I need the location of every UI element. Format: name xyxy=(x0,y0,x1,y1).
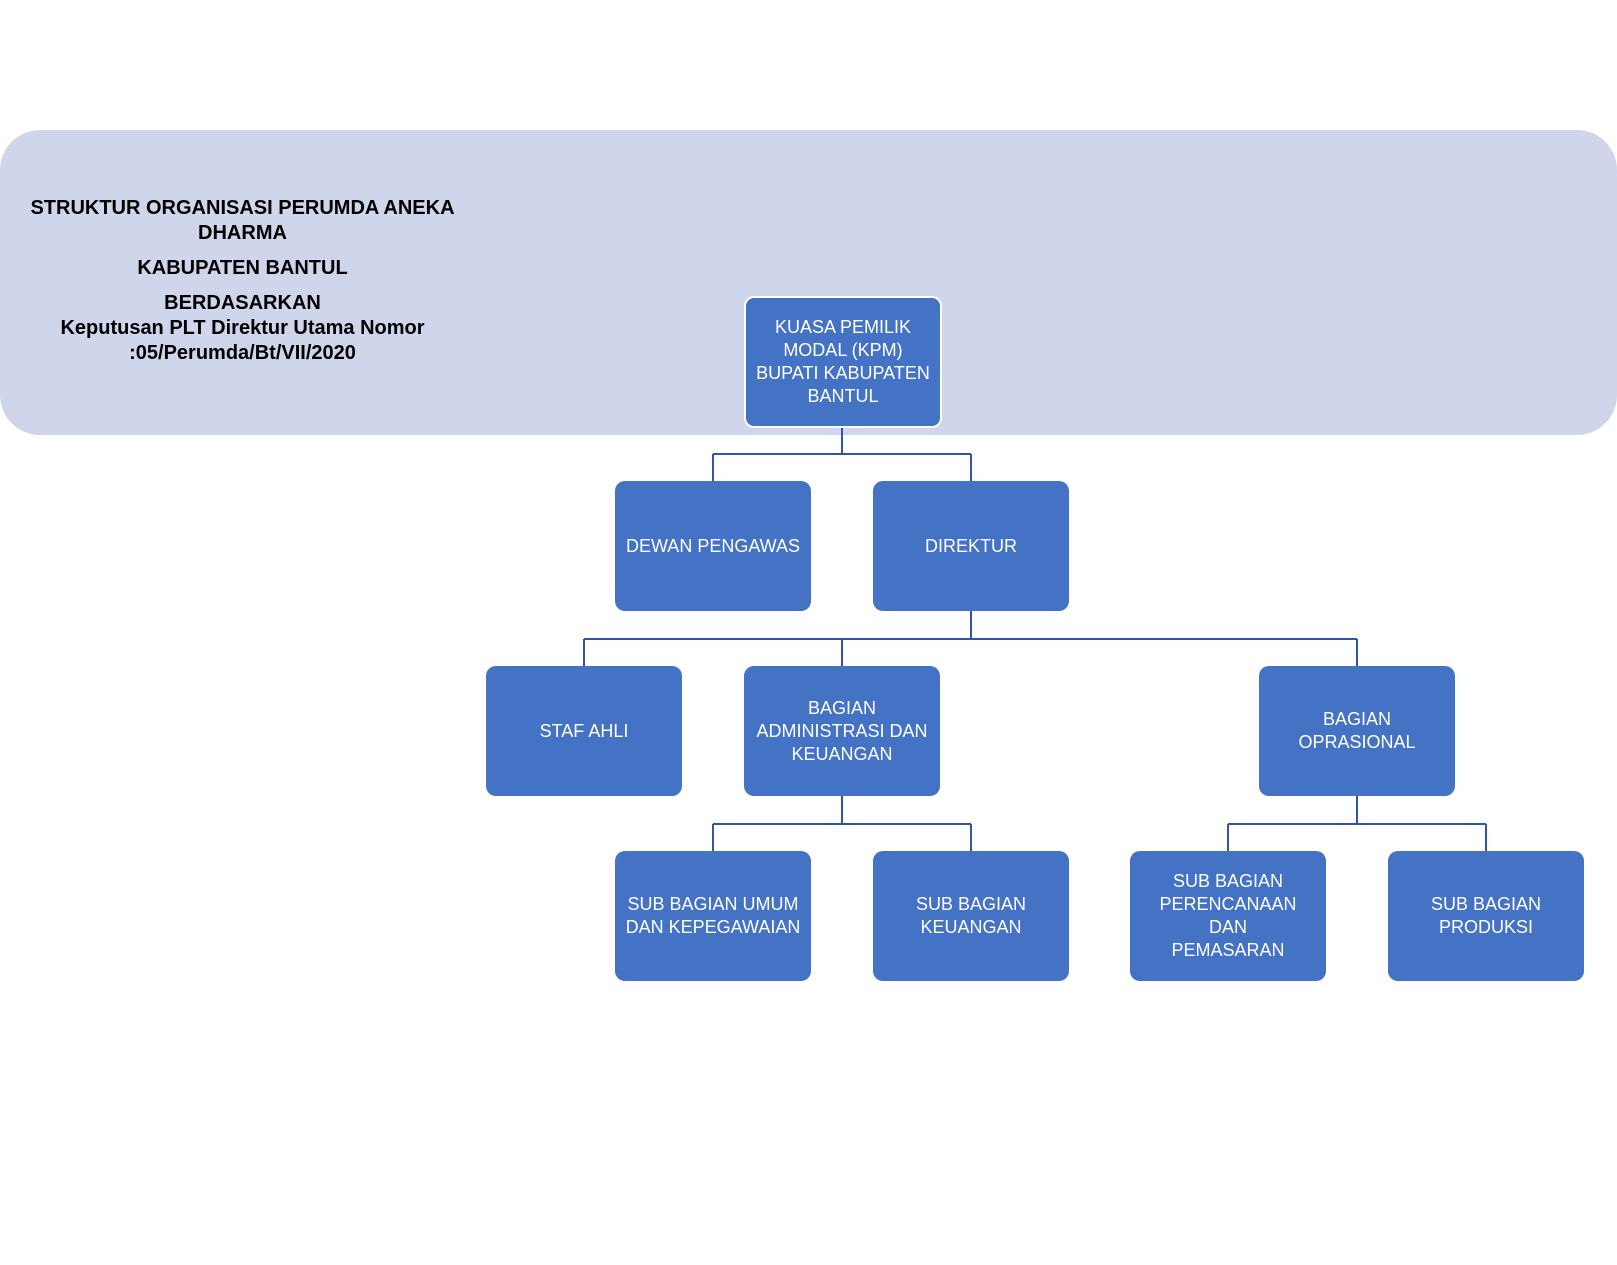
node-kuasa-pemilik-modal: KUASA PEMILIK MODAL (KPM) BUPATI KABUPAT… xyxy=(744,296,942,428)
title-line-2: DHARMA xyxy=(198,222,287,244)
decree-line-1: Keputusan PLT Direktur Utama Nomor xyxy=(60,317,425,339)
node-staf-ahli: STAF AHLI xyxy=(486,666,682,796)
node-sub-bagian-produksi: SUB BAGIAN PRODUKSI xyxy=(1388,851,1584,981)
node-direktur: DIREKTUR xyxy=(873,481,1069,611)
connector-direktur-children xyxy=(583,611,1358,666)
node-dewan-pengawas: DEWAN PENGAWAS xyxy=(615,481,811,611)
chart-title-block: STRUKTUR ORGANISASI PERUMDA ANEKA DHARMA… xyxy=(30,196,455,366)
node-bagian-administrasi-keuangan: BAGIAN ADMINISTRASI DAN KEUANGAN xyxy=(744,666,940,796)
region-label: KABUPATEN BANTUL xyxy=(137,257,348,279)
connector-kpm-children xyxy=(712,428,972,481)
connector-oprasional-children xyxy=(1227,796,1487,851)
basis-label: BERDASARKAN xyxy=(164,292,321,314)
node-bagian-oprasional: BAGIAN OPRASIONAL xyxy=(1259,666,1455,796)
node-sub-bagian-keuangan: SUB BAGIAN KEUANGAN xyxy=(873,851,1069,981)
node-sub-bagian-perencanaan-pemasaran: SUB BAGIAN PERENCANAAN DAN PEMASARAN xyxy=(1130,851,1326,981)
node-sub-bagian-umum-kepegawaian: SUB BAGIAN UMUM DAN KEPEGAWAIAN xyxy=(615,851,811,981)
title-line-1: STRUKTUR ORGANISASI PERUMDA ANEKA xyxy=(30,197,455,219)
connector-administrasi-children xyxy=(712,796,972,851)
decree-line-2: :05/Perumda/Bt/VII/2020 xyxy=(129,342,356,364)
